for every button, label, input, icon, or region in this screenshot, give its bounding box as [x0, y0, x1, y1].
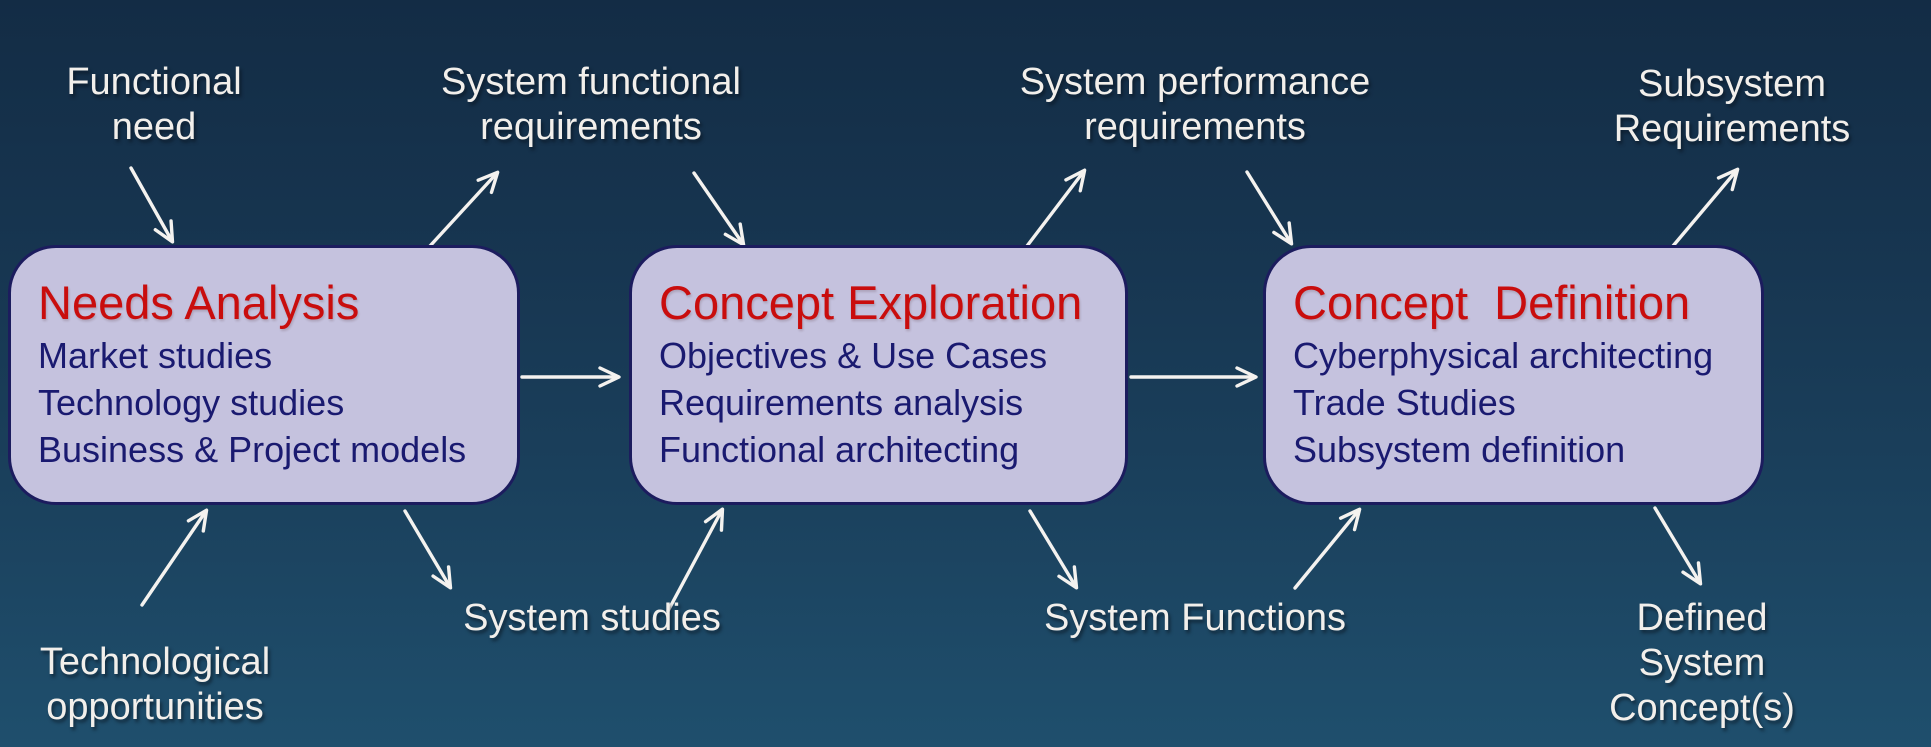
arrow-concept-exploration-to-system-performance-requirements — [1025, 168, 1087, 248]
box-concept-definition: Concept Definition Cyberphysical archite… — [1263, 245, 1764, 505]
label-functional-need: Functional need — [66, 61, 242, 148]
box-concept-definition-item: Cyberphysical architecting — [1293, 335, 1714, 376]
arrow-needs-analysis-to-system-studies — [403, 509, 453, 590]
box-concept-definition-item: Subsystem definition — [1293, 429, 1626, 470]
arrow-system-performance-requirements-to-concept-definition — [1245, 170, 1294, 246]
arrow-technological-opportunities-to-needs-analysis — [140, 508, 209, 607]
arrow-system-functional-requirements-to-concept-exploration — [692, 171, 746, 247]
label-technological-opportunities: Technological opportunities — [39, 641, 271, 728]
label-defined-system-concepts: Defined System Concept(s) — [1609, 597, 1795, 729]
label-subsystem-requirements: Subsystem Requirements — [1613, 63, 1851, 150]
arrow-concept-exploration-to-system-functions — [1028, 509, 1079, 590]
arrow-concept-definition-to-defined-system-concepts — [1653, 506, 1703, 586]
box-needs-analysis-item: Market studies — [38, 335, 273, 376]
box-needs-analysis: Needs Analysis Market studies Technology… — [8, 245, 520, 505]
box-concept-exploration-item: Objectives & Use Cases — [659, 335, 1048, 376]
box-concept-exploration: Concept Exploration Objectives & Use Cas… — [629, 245, 1128, 505]
label-system-performance-requirements: System performance requirements — [1019, 61, 1371, 148]
arrow-system-functions-to-concept-definition — [1293, 507, 1362, 590]
box-concept-exploration-item: Functional architecting — [659, 429, 1020, 470]
label-system-studies: System studies — [463, 597, 721, 639]
arrow-functional-need-to-needs-analysis — [129, 166, 175, 244]
box-concept-exploration-item: Requirements analysis — [659, 382, 1024, 423]
label-system-functions: System Functions — [1044, 597, 1346, 639]
arrow-needs-analysis-to-system-functional-requirements — [428, 170, 500, 248]
box-concept-definition-item: Trade Studies — [1293, 382, 1516, 423]
box-concept-definition-title: Concept Definition — [1293, 276, 1691, 329]
box-needs-analysis-item: Technology studies — [38, 382, 345, 423]
arrow-concept-definition-to-subsystem-requirements — [1671, 167, 1740, 248]
box-needs-analysis-item: Business & Project models — [38, 429, 467, 470]
label-system-functional-requirements: System functional requirements — [441, 61, 741, 148]
box-concept-exploration-title: Concept Exploration — [659, 276, 1083, 329]
box-needs-analysis-title: Needs Analysis — [38, 276, 360, 329]
